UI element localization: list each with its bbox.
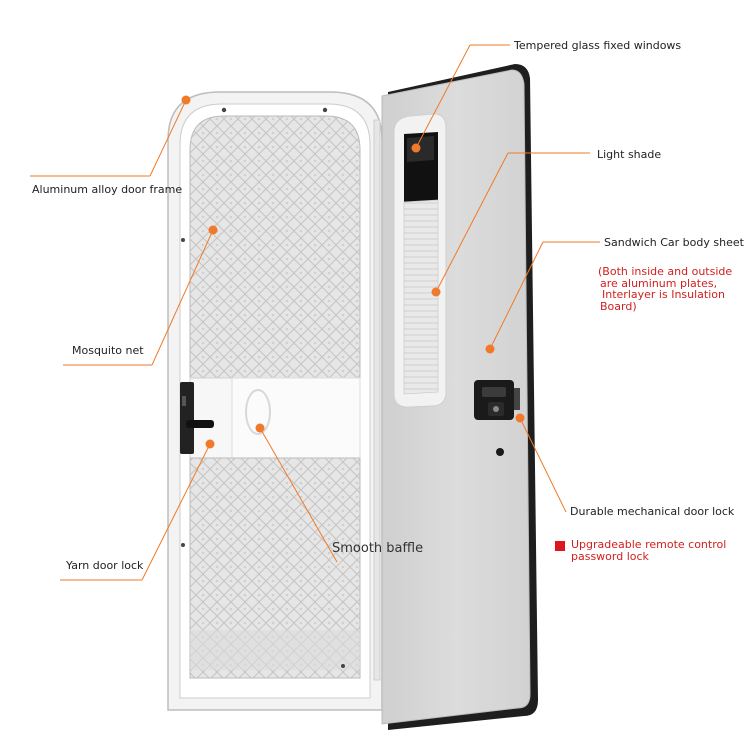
annotation-dots [181, 95, 525, 449]
label-remote-lock-2: password lock [571, 550, 649, 563]
annotation-dot [205, 439, 215, 449]
door-handle-icon [180, 382, 214, 454]
door-lock-icon [474, 380, 520, 456]
annotation-dot [181, 95, 191, 105]
leader-lines [30, 44, 600, 581]
light-shade-blind [403, 199, 439, 395]
label-remote-lock-1: Upgradeable remote control [571, 538, 727, 551]
note-sandwich-4: Board) [600, 300, 637, 313]
note-sandwich-1: (Both inside and outside [598, 265, 733, 278]
red-marker [555, 541, 565, 551]
annotation-dot [208, 225, 218, 235]
annotation-dot [485, 344, 495, 354]
hinge-icon [373, 119, 381, 681]
label-mechanical-lock: Durable mechanical door lock [570, 505, 735, 518]
annotation-dot [255, 423, 265, 433]
note-sandwich-3: Interlayer is Insulation [602, 288, 725, 301]
label-aluminum-frame: Aluminum alloy door frame [32, 183, 183, 196]
mosquito-net-upper [189, 115, 361, 379]
label-tempered-glass: Tempered glass fixed windows [514, 39, 682, 52]
annotation-dot [431, 287, 441, 297]
note-sandwich-2: are aluminum plates, [600, 277, 718, 290]
label-light-shade: Light shade [597, 148, 662, 161]
door-frame [167, 91, 383, 711]
label-smooth-baffle: Smooth baffle [332, 541, 424, 556]
label-yarn-lock: Yarn door lock [66, 559, 144, 572]
annotation-dot [411, 143, 421, 153]
label-mosquito-net: Mosquito net [72, 344, 144, 357]
annotation-dot [515, 413, 525, 423]
door-leaf [381, 64, 538, 730]
label-sandwich-body: Sandwich Car body sheet [604, 236, 744, 249]
